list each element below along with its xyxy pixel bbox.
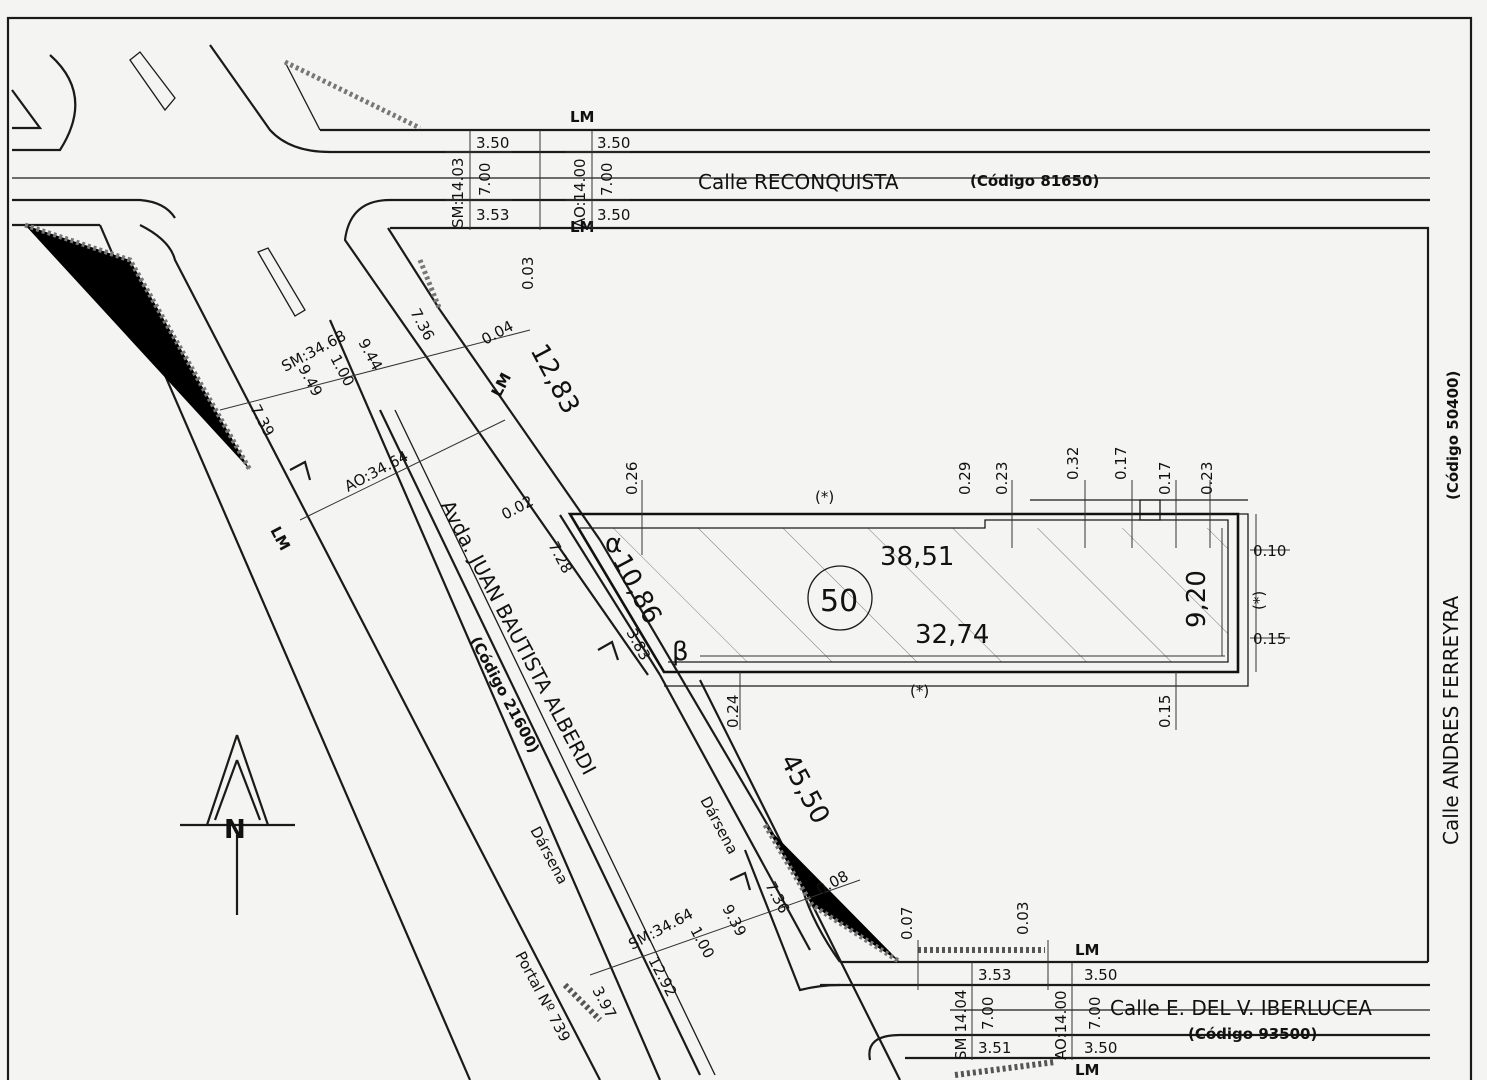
lm-label: LM bbox=[1075, 1061, 1100, 1079]
darsena-label: Dársena bbox=[526, 823, 571, 887]
block-front-south: 45,50 bbox=[774, 749, 835, 829]
lot-number-circle bbox=[807, 565, 873, 631]
dimension-label: 0.03 bbox=[1014, 902, 1032, 935]
street-code-reconquista: (Código 81650) bbox=[970, 172, 1099, 190]
alberdi-section-south: SM:34.64 3.97 12.92 1.00 9.39 7.36 0.08 bbox=[588, 867, 861, 1021]
lm-label: LM bbox=[1075, 941, 1100, 959]
dimension-label: 9.49 bbox=[294, 361, 326, 399]
dimension-label: 0.10 bbox=[1253, 542, 1286, 560]
angle-alpha: α bbox=[605, 529, 622, 559]
dimension-label: 7.39 bbox=[246, 401, 278, 439]
street-code-iberlucea: (Código 93500) bbox=[1188, 1025, 1317, 1043]
iberlucea-section: SM:14.04 AO:14.00 3.53 7.00 3.51 3.50 7.… bbox=[898, 902, 1117, 1060]
street-name-reconquista: Calle RECONQUISTA bbox=[698, 170, 899, 194]
dimension-label: 3.50 bbox=[597, 206, 630, 224]
dimension-label: 0.23 bbox=[1198, 462, 1216, 495]
lot-50 bbox=[567, 499, 1257, 687]
dimension-label: 0.17 bbox=[1112, 447, 1130, 480]
dimension-label: 0.15 bbox=[1156, 695, 1174, 728]
dimension-label: 3.50 bbox=[476, 134, 509, 152]
dimension-label: 0.03 bbox=[519, 257, 537, 290]
dimension-label: 7.00 bbox=[598, 163, 616, 196]
portal-label: Portal Nº 739 bbox=[511, 948, 574, 1044]
lot-mark-bottom: (*) bbox=[910, 682, 929, 700]
lot-dim-right: 9,20 bbox=[1182, 570, 1212, 628]
dimension-label: 0.29 bbox=[956, 462, 974, 495]
street-name-ferreyra: Calle ANDRES FERREYRA bbox=[1439, 596, 1463, 845]
dimension-label: 3.50 bbox=[597, 134, 630, 152]
lot-dim-bottom: 32,74 bbox=[915, 620, 989, 650]
dimension-label: 0.15 bbox=[1253, 630, 1286, 648]
dimension-label: 0.23 bbox=[993, 462, 1011, 495]
dimension-label: SM:14.04 bbox=[952, 990, 970, 1060]
dimension-label: AO:14.00 bbox=[1052, 990, 1070, 1060]
curb-hatching bbox=[24, 59, 1056, 1078]
dimension-label: 0.04 bbox=[478, 317, 516, 349]
dimension-label: SM:14.03 bbox=[449, 158, 467, 228]
dimension-label: 7.28 bbox=[544, 538, 576, 576]
lot-mark-right: (*) bbox=[1250, 591, 1268, 610]
dimension-label: 9.44 bbox=[354, 335, 386, 373]
lm-label: LM bbox=[266, 523, 293, 553]
north-label: N bbox=[224, 815, 246, 845]
dimension-label: 0.07 bbox=[898, 907, 916, 940]
lot-mark-top: (*) bbox=[815, 488, 834, 506]
dimension-label: 0.17 bbox=[1156, 462, 1174, 495]
dimension-label: 3.51 bbox=[978, 1039, 1011, 1057]
dimension-label: 1.00 bbox=[686, 923, 718, 961]
dimension-label: 0.02 bbox=[498, 492, 536, 524]
dimension-label: 3.53 bbox=[476, 206, 509, 224]
dimension-label: AO:14.00 bbox=[571, 158, 589, 228]
darsena-label: Dársena bbox=[696, 793, 741, 857]
dimension-label: 3.97 bbox=[588, 983, 620, 1021]
dimension-label: 0.32 bbox=[1064, 447, 1082, 480]
dimension-label: 3.50 bbox=[1084, 966, 1117, 984]
dimension-label: 3.50 bbox=[1084, 1039, 1117, 1057]
lm-label: LM bbox=[488, 370, 515, 400]
dimension-label: 0.24 bbox=[724, 695, 742, 728]
lot-number: 50 bbox=[820, 584, 858, 619]
alberdi-section-north: SM:34.68 AO:34.64 7.39 9.49 1.00 9.44 7.… bbox=[219, 305, 531, 521]
dimension-label: 7.00 bbox=[476, 163, 494, 196]
plan-frame bbox=[6, 16, 1473, 1080]
lm-label: LM bbox=[570, 108, 595, 126]
north-arrow-icon: N bbox=[180, 734, 295, 915]
street-code-ferreyra: (Código 50400) bbox=[1444, 371, 1462, 500]
dimension-label: 7.00 bbox=[979, 997, 997, 1030]
dimension-label: 3.53 bbox=[978, 966, 1011, 984]
lot-dim-top: 38,51 bbox=[880, 542, 954, 572]
angle-beta: β bbox=[672, 637, 689, 667]
block-front-north: 12,83 bbox=[524, 339, 585, 419]
dimension-label: 7.36 bbox=[406, 305, 438, 343]
street-name-iberlucea: Calle E. DEL V. IBERLUCEA bbox=[1110, 996, 1372, 1020]
lm-label: LM bbox=[570, 218, 595, 236]
dimension-label: 1.00 bbox=[326, 351, 358, 389]
reconquista-section: SM:14.03 AO:14.00 3.50 7.00 3.53 3.50 7.… bbox=[445, 130, 630, 290]
dimension-label: 0.26 bbox=[623, 462, 641, 495]
dimension-label: 7.00 bbox=[1086, 997, 1104, 1030]
dimension-label: 9.39 bbox=[718, 901, 750, 939]
dimension-label: 12.92 bbox=[644, 953, 680, 999]
